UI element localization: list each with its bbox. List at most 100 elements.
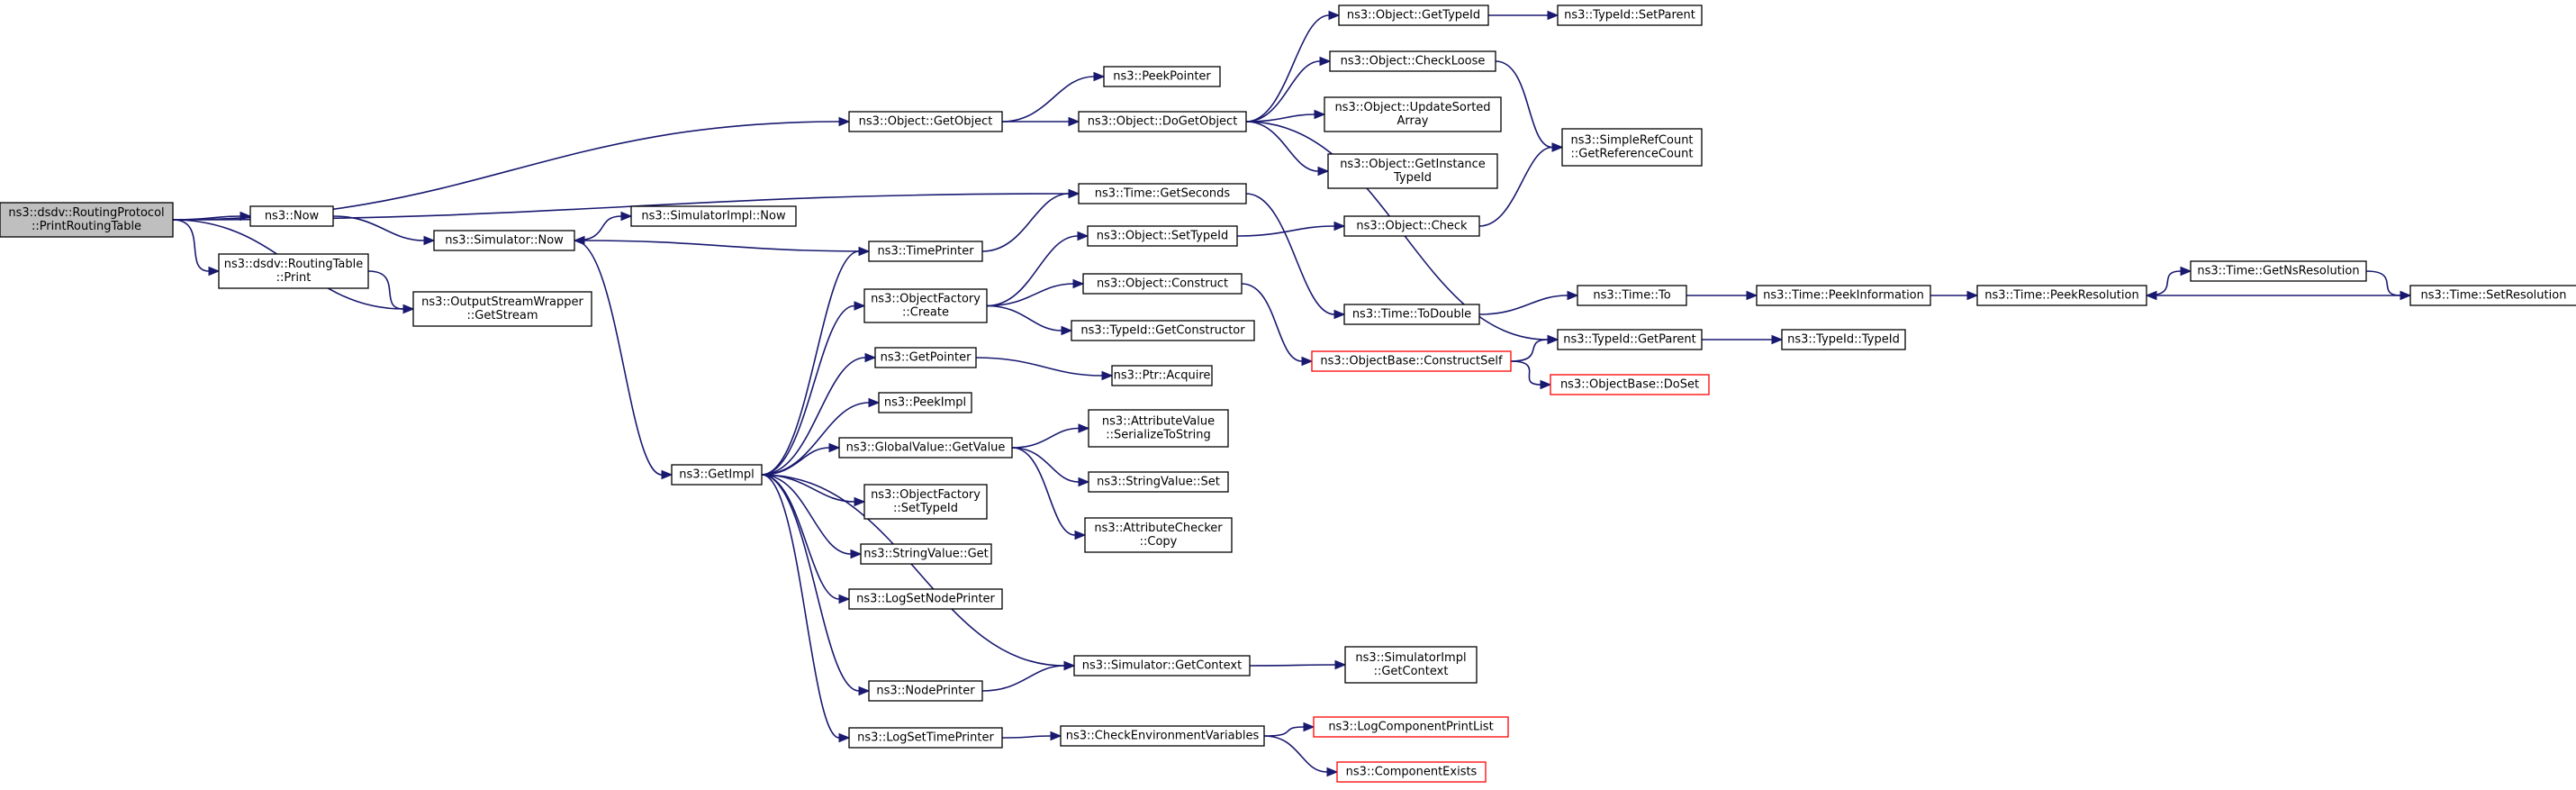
node-box	[1550, 374, 1710, 395]
node-simimpl-getcontext[interactable]: ns3::SimulatorImpl::GetContext	[1344, 646, 1478, 684]
node-label: ::Print	[276, 271, 312, 285]
node-box	[863, 288, 988, 323]
node-ptr-acquire[interactable]: ns3::Ptr::Acquire	[1111, 365, 1213, 386]
node-label: ns3::Object::GetInstance	[1340, 158, 1486, 171]
node-doset[interactable]: ns3::ObjectBase::DoSet	[1550, 374, 1710, 395]
node-getpointer[interactable]: ns3::GetPointer	[874, 347, 977, 368]
edge-sim_now-to-simimpl_now	[574, 215, 622, 241]
node-timeprinter[interactable]: ns3::TimePrinter	[868, 241, 983, 262]
node-nodeprinter[interactable]: ns3::NodePrinter	[868, 680, 983, 702]
edge-arrowhead	[1547, 334, 1559, 345]
edge-arrowhead	[868, 397, 881, 408]
node-attrchecker-copy[interactable]: ns3::AttributeChecker::Copy	[1084, 517, 1233, 553]
node-label: ns3::dsdv::RoutingTable	[224, 258, 364, 271]
node-label: ns3::SimpleRefCount	[1570, 134, 1693, 148]
edge-arrowhead	[1567, 290, 1579, 301]
node-getnsres[interactable]: ns3::Time::GetNsResolution	[2190, 260, 2367, 282]
node-label: TypeId	[1393, 171, 1432, 185]
node-factory-create[interactable]: ns3::ObjectFactory::Create	[863, 288, 988, 323]
node-label: ns3::GetImpl	[679, 468, 755, 482]
node-label: ns3::ComponentExists	[1346, 766, 1478, 779]
node-typeid-getparent[interactable]: ns3::TypeId::GetParent	[1557, 329, 1703, 350]
edge-arrowhead	[1068, 116, 1080, 127]
node-sim-now[interactable]: ns3::Simulator::Now	[433, 230, 575, 251]
node-getobject[interactable]: ns3::Object::GetObject	[848, 111, 1003, 132]
node-label: ns3::Time::GetSeconds	[1095, 187, 1231, 201]
node-obj-check[interactable]: ns3::Object::Check	[1343, 215, 1480, 237]
node-box	[848, 588, 1003, 610]
node-now[interactable]: ns3::Now	[249, 205, 334, 227]
node-logtimeprinter[interactable]: ns3::LogSetTimePrinter	[848, 727, 1003, 749]
edge-obj_settypeid-to-obj_check	[1236, 225, 1335, 237]
node-box	[1577, 285, 1687, 306]
node-obj-construct[interactable]: ns3::Object::Construct	[1082, 273, 1243, 295]
node-obj-settypeid[interactable]: ns3::Object::SetTypeId	[1087, 225, 1238, 247]
node-obj-gettypeid[interactable]: ns3::Object::GetTypeId	[1338, 5, 1489, 26]
node-root[interactable]: ns3::dsdv::RoutingProtocol::PrintRouting…	[0, 202, 174, 238]
edge-constructself-to-doset	[1510, 360, 1541, 386]
edge-getimpl-to-timeprinter	[761, 250, 860, 476]
node-stringvalue-set[interactable]: ns3::StringValue::Set	[1088, 471, 1229, 493]
edge-nodeprinter-to-sim_getcontext	[981, 665, 1065, 692]
node-globalvalue-get[interactable]: ns3::GlobalValue::GetValue	[838, 437, 1013, 459]
edge-getimpl-to-globalvalue_get	[761, 447, 830, 476]
node-time-to[interactable]: ns3::Time::To	[1577, 285, 1687, 306]
node-typeid-getctor[interactable]: ns3::TypeId::GetConstructor	[1071, 320, 1255, 341]
edge-layer	[172, 10, 2412, 777]
node-label: ns3::PeekPointer	[1113, 70, 1211, 84]
node-peekimpl[interactable]: ns3::PeekImpl	[878, 392, 972, 413]
edge-arrowhead	[854, 496, 866, 507]
node-peekpointer[interactable]: ns3::PeekPointer	[1103, 66, 1221, 87]
node-box	[874, 347, 977, 368]
node-checkenv[interactable]: ns3::CheckEnvironmentVariables	[1060, 725, 1265, 747]
edge-getpointer-to-ptr_acquire	[975, 357, 1103, 377]
node-getimpl[interactable]: ns3::GetImpl	[671, 464, 763, 486]
node-sim-getcontext[interactable]: ns3::Simulator::GetContext	[1073, 655, 1251, 676]
edge-arrowhead	[1540, 379, 1552, 390]
node-lognodeprinter[interactable]: ns3::LogSetNodePrinter	[848, 588, 1003, 610]
node-label: ns3::StringValue::Get	[863, 548, 988, 561]
node-logcomplist[interactable]: ns3::LogComponentPrintList	[1313, 716, 1509, 738]
node-stringvalue-get[interactable]: ns3::StringValue::Get	[860, 543, 992, 565]
edge-arrowhead	[2145, 290, 2157, 301]
edge-dogetobject-to-getinstance	[1245, 121, 1319, 172]
edge-timeprinter-to-getseconds	[981, 193, 1070, 252]
node-typeid-typeid[interactable]: ns3::TypeId::TypeId	[1781, 329, 1906, 350]
node-label: ns3::LogSetNodePrinter	[856, 593, 995, 606]
edge-arrowhead	[858, 246, 871, 257]
edge-checkenv-to-compexists	[1263, 735, 1328, 773]
node-factory-settypeid[interactable]: ns3::ObjectFactory::SetTypeId	[863, 484, 988, 520]
node-rt-print[interactable]: ns3::dsdv::RoutingTable::Print	[218, 253, 369, 289]
edge-arrowhead	[1101, 370, 1114, 381]
node-label: ns3::Time::ToDouble	[1352, 308, 1471, 322]
node-peekinfo[interactable]: ns3::Time::PeekInformation	[1756, 285, 1931, 306]
node-todouble[interactable]: ns3::Time::ToDouble	[1343, 304, 1480, 325]
node-dogetobject[interactable]: ns3::Object::DoGetObject	[1078, 111, 1247, 132]
node-constructself[interactable]: ns3::ObjectBase::ConstructSelf	[1311, 350, 1512, 372]
edge-arrowhead	[1078, 477, 1090, 487]
node-label: ns3::TypeId::SetParent	[1564, 9, 1695, 23]
node-getseconds[interactable]: ns3::Time::GetSeconds	[1078, 183, 1247, 204]
node-setres[interactable]: ns3::Time::SetResolution	[2409, 285, 2576, 306]
node-peekres[interactable]: ns3::Time::PeekResolution	[1976, 285, 2147, 306]
node-checkloose[interactable]: ns3::Object::CheckLoose	[1329, 50, 1496, 72]
node-simimpl-now[interactable]: ns3::SimulatorImpl::Now	[630, 205, 797, 227]
node-typeid-setparent[interactable]: ns3::TypeId::SetParent	[1557, 5, 1703, 26]
node-box	[1561, 128, 1703, 167]
node-label: ns3::GlobalValue::GetValue	[846, 441, 1006, 455]
node-attr-serialize[interactable]: ns3::AttributeValue::SerializeToString	[1088, 409, 1229, 448]
edge-arrowhead	[1072, 278, 1085, 289]
edge-sim_getcontext-to-simimpl_getcontext	[1249, 664, 1336, 667]
node-box	[1976, 285, 2147, 306]
node-getstream[interactable]: ns3::OutputStreamWrapper::GetStream	[412, 291, 592, 327]
edge-arrowhead	[838, 732, 851, 743]
node-box	[838, 437, 1013, 459]
node-compexists[interactable]: ns3::ComponentExists	[1336, 761, 1487, 783]
node-label: ns3::Object::GetTypeId	[1347, 9, 1480, 23]
node-label: Array	[1396, 114, 1428, 128]
edge-getimpl-to-stringvalue_get	[761, 474, 852, 555]
node-label: ns3::Object::Check	[1356, 220, 1468, 233]
node-refcount[interactable]: ns3::SimpleRefCount::GetReferenceCount	[1561, 128, 1703, 167]
